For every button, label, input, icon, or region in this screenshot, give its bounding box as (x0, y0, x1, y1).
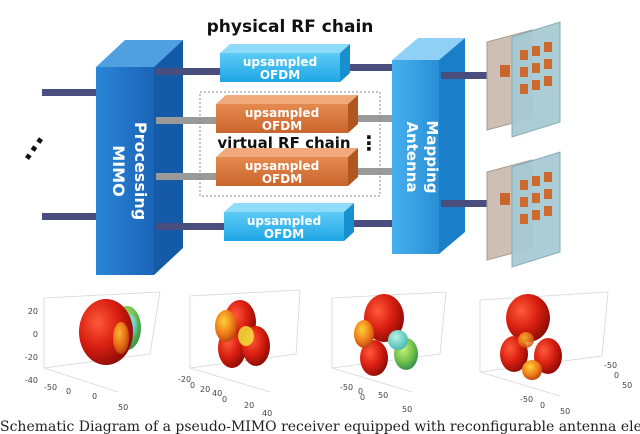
panel3-xtick-1: 0 (360, 393, 365, 402)
mimo-label-line2: Processing (131, 122, 150, 220)
panel1-ztick-2: 0 (33, 330, 38, 339)
panel3-ytick-1: -50 (340, 383, 353, 392)
virtual-chain-ellipsis: ⋮ (359, 131, 379, 155)
antenna-output-line-top (441, 72, 497, 79)
pattern-panel-4: -50 0 50 -50 0 50 (479, 291, 632, 416)
input-line-bottom (42, 213, 100, 220)
panel2-ytick-3: 20 (200, 385, 210, 394)
chain3-line2: OFDM (262, 172, 302, 186)
chain1-line2: OFDM (260, 68, 300, 82)
antenna-label-line1: Antenna (403, 121, 421, 192)
rf-chain-physical-1: upsampled OFDM (220, 44, 350, 82)
panel1-ztick-4: -40 (25, 376, 38, 385)
panel3-xtick-2: 50 (402, 405, 412, 414)
connector-mimo-chain4 (156, 223, 224, 230)
panel2-ytick-4: 40 (212, 389, 222, 398)
panel4-ytick-2: 0 (614, 371, 619, 380)
panel4-xtick-1: -50 (520, 395, 533, 404)
connector-mimo-chain2 (156, 117, 216, 124)
chain2-line1: upsampled (245, 106, 319, 120)
chain4-line1: upsampled (247, 214, 321, 228)
panel2-xtick-2: 20 (244, 401, 254, 410)
radiation-patterns: 20 0 -20 -40 0 50 -50 0 0 20 40 -20 0 20… (25, 289, 632, 418)
panel1-ytick-2: 0 (66, 387, 71, 396)
input-line-top (42, 89, 100, 96)
connector-chain1-ant (344, 64, 392, 71)
panel1-xtick-2: 50 (118, 403, 128, 412)
rf-chain-physical-2: upsampled OFDM (224, 203, 354, 241)
panel2-ytick-1: -20 (178, 375, 191, 384)
panel2-xtick-1: 0 (222, 395, 227, 404)
antenna-array-bottom (486, 151, 561, 268)
rf-chain-virtual-1: upsampled OFDM (216, 95, 358, 133)
panel1-ytick-1: -50 (44, 383, 57, 392)
block-diagram: ... MIMO Processing physical RF chain up… (9, 17, 561, 275)
mimo-processing-block: MIMO Processing (96, 40, 183, 275)
panel4-xtick-2: 0 (540, 401, 545, 410)
pattern-panel-3: 0 50 -50 0 50 (331, 291, 447, 414)
chain4-line2: OFDM (264, 227, 304, 241)
connector-chain3-ant (354, 168, 392, 175)
mimo-label-line1: MIMO (109, 145, 128, 196)
panel3-ytick-3: 50 (378, 391, 388, 400)
antenna-label-line2: Mapping (423, 120, 441, 193)
virtual-chain-region (199, 91, 381, 197)
chain2-line2: OFDM (262, 119, 302, 133)
connector-chain4-ant (350, 220, 392, 227)
virtual-chain-label: virtual RF chain (217, 134, 350, 152)
physical-chain-label: physical RF chain (207, 17, 374, 37)
chain1-line1: upsampled (243, 55, 317, 69)
chain3-line1: upsampled (245, 159, 319, 173)
pattern-panel-2: 0 20 40 -20 0 20 40 (178, 289, 301, 418)
rf-chain-virtual-2: upsampled OFDM (216, 148, 358, 186)
connector-mimo-chain1 (156, 68, 220, 75)
panel1-ztick-1: 20 (28, 307, 38, 316)
connector-mimo-chain3 (156, 173, 216, 180)
figure-caption: Schematic Diagram of a pseudo-MIMO recei… (0, 419, 640, 434)
panel4-xtick-3: 50 (560, 407, 570, 416)
panel2-xtick-3: 40 (262, 409, 272, 418)
panel3-ytick-2: 0 (358, 387, 363, 396)
panel1-ztick-3: -20 (25, 353, 38, 362)
panel4-ytick-3: 50 (622, 381, 632, 390)
antenna-array-top (486, 21, 561, 138)
antenna-mapping-block: Antenna Mapping (392, 38, 465, 254)
panel1-xtick-1: 0 (92, 392, 97, 401)
antenna-output-line-bottom (441, 200, 497, 207)
panel4-ytick-1: -50 (604, 361, 617, 370)
panel2-ytick-2: 0 (190, 381, 195, 390)
pattern-panel-1: 20 0 -20 -40 0 50 -50 0 (25, 291, 161, 412)
input-ellipsis: ... (9, 125, 51, 166)
connector-chain2-ant (354, 115, 392, 122)
